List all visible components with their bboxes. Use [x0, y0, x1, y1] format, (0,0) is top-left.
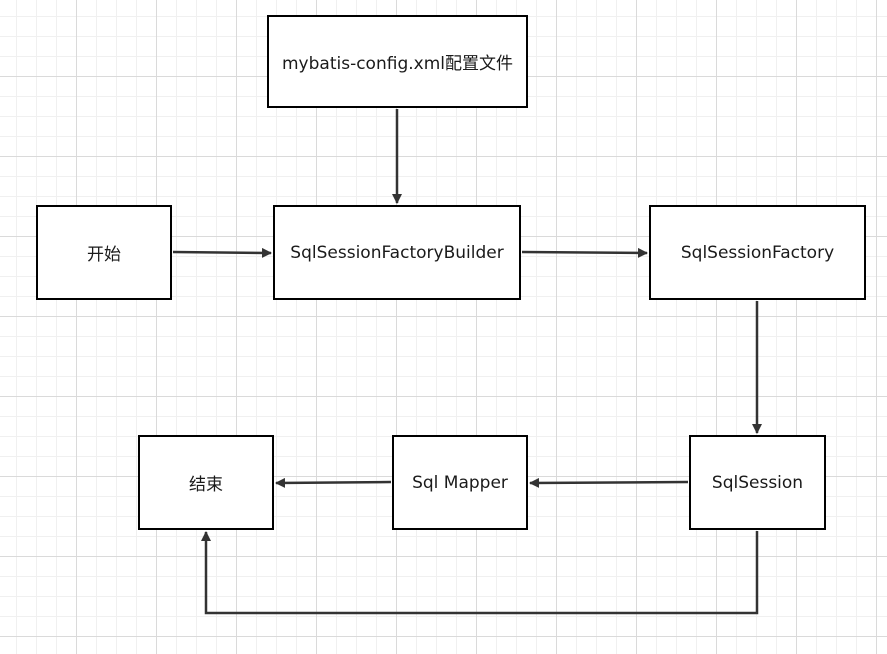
node-sqlsession-label: SqlSession	[711, 472, 804, 493]
edge-mapper-to-end	[275, 477, 392, 488]
edge-start-to-builder	[172, 247, 272, 258]
node-start[interactable]: 开始	[36, 205, 172, 300]
node-end[interactable]: 结束	[138, 435, 274, 530]
edge-session-to-mapper	[529, 477, 689, 488]
node-sql-mapper[interactable]: Sql Mapper	[392, 435, 528, 530]
node-sql-mapper-label: Sql Mapper	[412, 472, 508, 493]
node-sqlsessionfactorybuilder[interactable]: SqlSessionFactoryBuilder	[273, 205, 521, 300]
node-sqlsession[interactable]: SqlSession	[689, 435, 826, 530]
node-config-file[interactable]: mybatis-config.xml配置文件	[267, 15, 528, 108]
node-sqlsessionfactory[interactable]: SqlSessionFactory	[649, 205, 866, 300]
edge-builder-to-factory	[521, 247, 648, 258]
node-config-file-label: mybatis-config.xml配置文件	[282, 54, 513, 74]
node-start-label: 开始	[87, 245, 121, 265]
node-end-label: 结束	[189, 475, 223, 495]
edge-session-to-end	[201, 531, 759, 615]
node-sqlsessionfactorybuilder-label: SqlSessionFactoryBuilder	[290, 242, 504, 263]
node-sqlsessionfactory-label: SqlSessionFactory	[680, 242, 835, 263]
